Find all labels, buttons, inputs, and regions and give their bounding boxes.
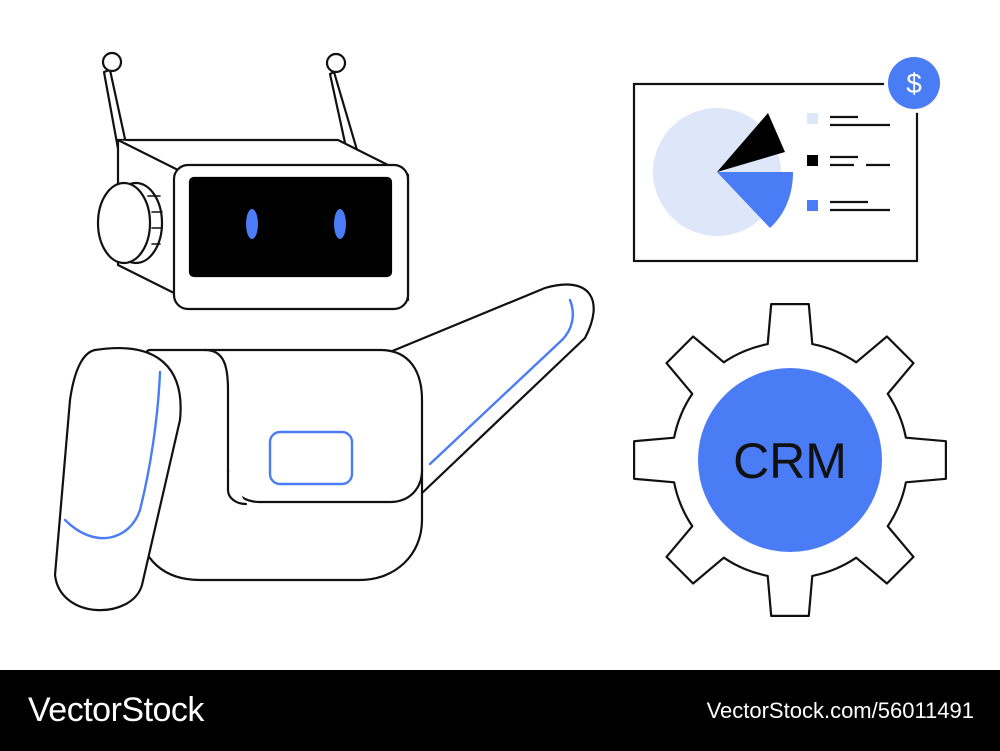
footer-bar: VectorStock VectorStock.com/56011491 [0,670,1000,751]
illustration: $ CRM [53,51,947,617]
report-legend [807,113,890,212]
robot-head [116,138,410,311]
gear-icon: CRM [633,303,947,617]
pie-slice-blue [717,172,793,228]
crm-label: CRM [733,433,847,489]
robot-ear [96,181,164,265]
robot-eye-right [334,209,346,239]
pie-slice-black [717,113,785,172]
pie-chart-icon [653,108,793,236]
brand-logo: VectorStock [28,691,204,729]
robot-arm [388,283,595,497]
image-id: VectorStock.com/56011491 [706,698,974,723]
robot-screen [188,176,393,278]
front-arm-accent-line [63,370,162,540]
report-card-icon [632,82,919,263]
robot-icon [53,51,595,612]
arm-accent-line [428,298,574,466]
robot-front-arm [53,347,182,612]
chest-panel [268,430,354,486]
robot-eye-left [246,209,258,239]
coin-symbol: $ [906,68,922,99]
antenna-right [325,52,359,154]
crm-disc [698,368,882,552]
dollar-coin-icon: $ [884,53,944,113]
robot-body [138,348,424,582]
